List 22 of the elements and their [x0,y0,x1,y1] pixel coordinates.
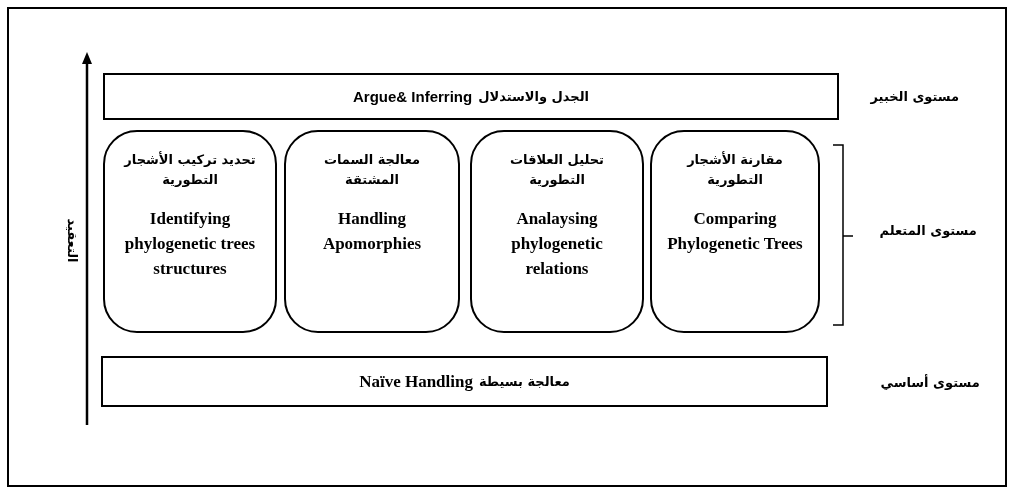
rounded-box [103,130,277,333]
rounded-box [650,130,820,333]
arabic-heading: تحديد تركيب الأشجار التطورية [122,150,257,189]
axis-label: التعقيد [64,217,80,263]
english-heading: Analaysing phylogenetic relations [510,208,604,280]
arabic-heading: معالجة السمات المشتقة [322,151,422,189]
arabic-heading: مقارنة الأشجار التطورية [685,150,784,189]
english-text: Argue& Inferring [353,87,473,107]
arabic-heading: تحليل العلاقات التطورية [509,151,605,189]
rounded-box [470,130,644,333]
level-label: مستوى أساسي [880,374,980,390]
level-band [101,356,828,407]
english-heading: Comparing Phylogenetic Trees [666,208,804,255]
level-label: مستوى المتعلم [879,222,977,238]
arabic-text: معالجة بسيطة [478,372,570,391]
english-text: Naïve Handling [359,371,473,393]
english-heading: Handling Apomorphies [321,208,423,255]
arabic-text: الجدل والاستدلال [478,87,589,106]
english-heading: Identifying phylogenetic trees structures [123,208,257,280]
rounded-box [284,130,460,333]
level-band [103,73,839,120]
level-label: مستوى الخبير [870,88,960,104]
